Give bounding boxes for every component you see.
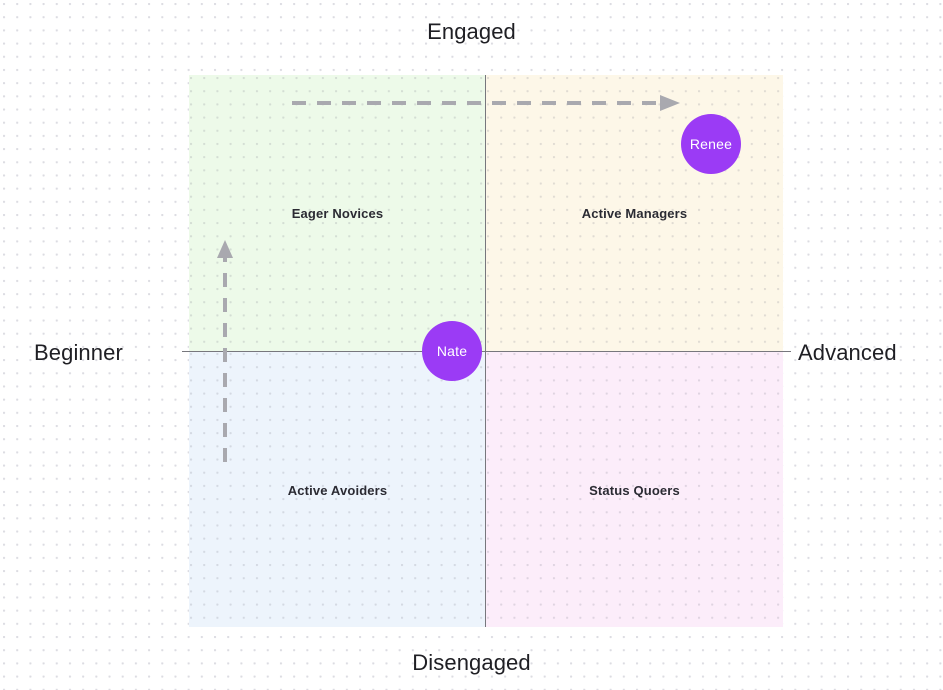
axis-line-left-stub — [182, 351, 190, 352]
quadrant-active-avoiders[interactable] — [189, 351, 486, 627]
quadrant-label-eager-novices: Eager Novices — [291, 206, 384, 221]
axis-label-disengaged: Disengaged — [412, 650, 531, 675]
quadrant-label-active-managers: Active Managers — [581, 206, 688, 221]
quadrant-status-quoers[interactable] — [486, 351, 783, 627]
quadrant-label-active-avoiders: Active Avoiders — [287, 483, 388, 498]
quadrant-active-managers[interactable] — [486, 75, 783, 351]
quadrant-eager-novices[interactable] — [189, 75, 486, 351]
axis-label-advanced: Advanced — [798, 340, 897, 365]
person-marker-nate-label: Nate — [436, 343, 468, 359]
axis-line-horizontal — [189, 351, 783, 352]
quadrant-label-status-quoers: Status Quoers — [589, 483, 680, 498]
vertical-progress-arrow-icon — [217, 240, 233, 462]
person-marker-renee-label: Renee — [689, 136, 733, 152]
axis-label-engaged: Engaged — [427, 19, 516, 44]
horizontal-progress-arrow-icon — [292, 95, 680, 111]
person-marker-nate[interactable]: Nate — [422, 321, 482, 381]
matrix-plot-area: Eager Novices Active Managers Active Avo… — [189, 75, 783, 627]
person-marker-renee[interactable]: Renee — [681, 114, 741, 174]
axis-line-right-stub — [783, 351, 791, 352]
axis-label-beginner: Beginner — [34, 340, 123, 365]
